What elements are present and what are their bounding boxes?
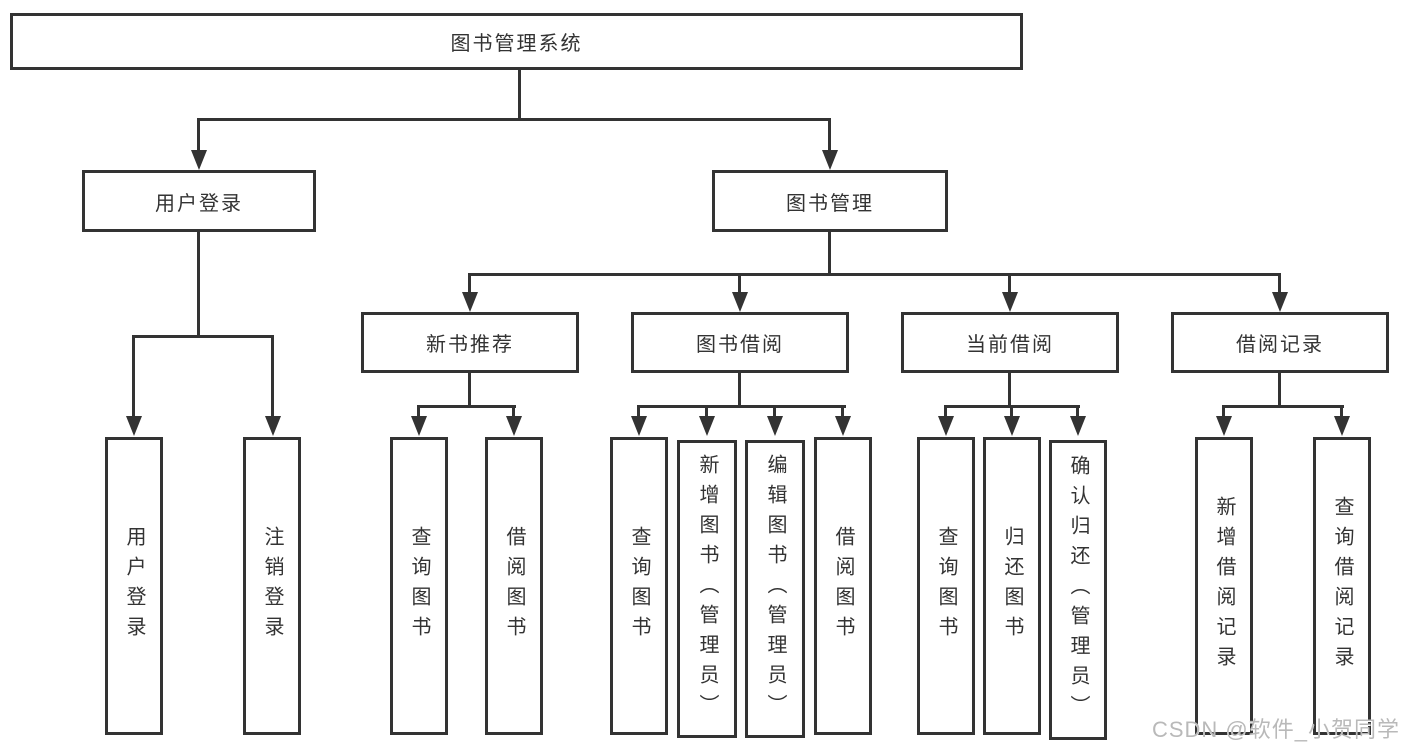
node-book-management: 图书管理 — [712, 170, 948, 232]
arrow-down-icon — [462, 292, 478, 312]
arrow-down-icon — [767, 416, 783, 436]
arrow-down-icon — [631, 416, 647, 436]
connector-stem-book-borrow — [738, 273, 741, 293]
arrow-down-icon — [1004, 416, 1020, 436]
connector-leaf-stem — [1010, 405, 1013, 419]
connector-stem-current-borrow — [1008, 273, 1011, 293]
connector-stem-book-mgmt — [828, 118, 831, 154]
connector-leaf-stem — [417, 405, 420, 419]
connector-user-login-branch — [133, 335, 274, 338]
connector-leaf-stem — [1076, 405, 1079, 419]
arrow-down-icon — [411, 416, 427, 436]
connector-book-mgmt-stem — [828, 231, 831, 276]
connector-leaf-stem — [841, 405, 844, 419]
connector-book-borrow-branch — [637, 405, 846, 408]
arrow-down-icon — [835, 416, 851, 436]
arrow-down-icon — [938, 416, 954, 436]
node-label: 借阅记录 — [1236, 334, 1324, 356]
node-label: 图书管理系统 — [450, 33, 583, 55]
connector-records-branch — [1223, 405, 1344, 408]
arrow-down-icon — [265, 416, 281, 436]
arrow-down-icon — [1070, 416, 1086, 436]
node-new-book-recommend: 新书推荐 — [361, 312, 579, 373]
node-label: 新增借阅记录 — [1213, 496, 1235, 676]
connector-stem-login-leaf — [132, 335, 135, 417]
node-label: 注销登录 — [261, 526, 283, 646]
leaf-query-books-current: 查询图书 — [917, 437, 975, 735]
arrow-down-icon — [506, 416, 522, 436]
node-label: 查询图书 — [628, 526, 650, 646]
node-label: 当前借阅 — [966, 334, 1054, 356]
leaf-borrow-books-recommend: 借阅图书 — [485, 437, 543, 735]
connector-root-stem — [518, 68, 521, 121]
arrow-down-icon — [126, 416, 142, 436]
leaf-logout: 注销登录 — [243, 437, 301, 735]
leaf-user-login: 用户登录 — [105, 437, 163, 735]
connector-leaf-stem — [1222, 405, 1225, 419]
arrow-down-icon — [1334, 416, 1350, 436]
leaf-query-books-recommend: 查询图书 — [390, 437, 448, 735]
node-label: 归还图书 — [1001, 526, 1023, 646]
node-label: 用户登录 — [155, 192, 243, 215]
node-label: 图书借阅 — [696, 334, 784, 356]
arrow-down-icon — [1002, 292, 1018, 312]
connector-records-stem — [1278, 371, 1281, 408]
connector-current-borrow-stem — [1008, 371, 1011, 408]
connector-leaf-stem — [1340, 405, 1343, 419]
leaf-query-borrow-record: 查询借阅记录 — [1313, 437, 1371, 735]
leaf-confirm-return-admin: 确认归还（管理员） — [1049, 440, 1107, 740]
node-current-borrowing: 当前借阅 — [901, 312, 1119, 373]
node-book-borrowing: 图书借阅 — [631, 312, 849, 373]
node-label: 图书管理 — [786, 192, 874, 215]
node-label: 查询借阅记录 — [1331, 496, 1353, 676]
connector-stem-user-login — [197, 118, 200, 154]
arrow-down-icon — [1272, 292, 1288, 312]
connector-level3-branch — [469, 273, 1281, 276]
arrow-down-icon — [1216, 416, 1232, 436]
node-label: 编辑图书（管理员） — [764, 454, 786, 724]
connector-new-book-branch — [417, 405, 516, 408]
connector-new-book-stem — [468, 371, 471, 408]
arrow-down-icon — [699, 416, 715, 436]
connector-leaf-stem — [512, 405, 515, 419]
leaf-add-borrow-record: 新增借阅记录 — [1195, 437, 1253, 735]
leaf-query-books-borrowing: 查询图书 — [610, 437, 668, 735]
csdn-watermark: CSDN @软件_小贺同学 — [1151, 717, 1400, 742]
node-label: 用户登录 — [123, 526, 145, 646]
arrow-down-icon — [191, 150, 207, 170]
connector-stem-borrow-records — [1278, 273, 1281, 293]
node-user-login: 用户登录 — [82, 170, 316, 232]
leaf-edit-books-admin: 编辑图书（管理员） — [745, 440, 805, 738]
connector-leaf-stem — [637, 405, 640, 419]
connector-stem-new-book — [468, 273, 471, 293]
connector-leaf-stem — [773, 405, 776, 419]
arrow-down-icon — [822, 150, 838, 170]
leaf-borrow-books: 借阅图书 — [814, 437, 872, 735]
connector-leaf-stem — [944, 405, 947, 419]
connector-leaf-stem — [705, 405, 708, 419]
node-label: 查询图书 — [935, 526, 957, 646]
connector-level2-branch — [198, 118, 831, 121]
arrow-down-icon — [732, 292, 748, 312]
connector-book-borrow-stem — [738, 371, 741, 408]
node-borrowing-records: 借阅记录 — [1171, 312, 1389, 373]
leaf-return-books: 归还图书 — [983, 437, 1041, 735]
node-label: 借阅图书 — [832, 526, 854, 646]
node-label: 确认归还（管理员） — [1067, 455, 1089, 725]
node-label: 新书推荐 — [426, 334, 514, 356]
node-label: 查询图书 — [408, 526, 430, 646]
connector-user-login-stem — [197, 231, 200, 338]
node-root-library-system: 图书管理系统 — [10, 13, 1023, 70]
node-label: 借阅图书 — [503, 526, 525, 646]
node-label: 新增图书（管理员） — [696, 454, 718, 724]
connector-stem-logout-leaf — [271, 335, 274, 417]
leaf-add-books-admin: 新增图书（管理员） — [677, 440, 737, 738]
